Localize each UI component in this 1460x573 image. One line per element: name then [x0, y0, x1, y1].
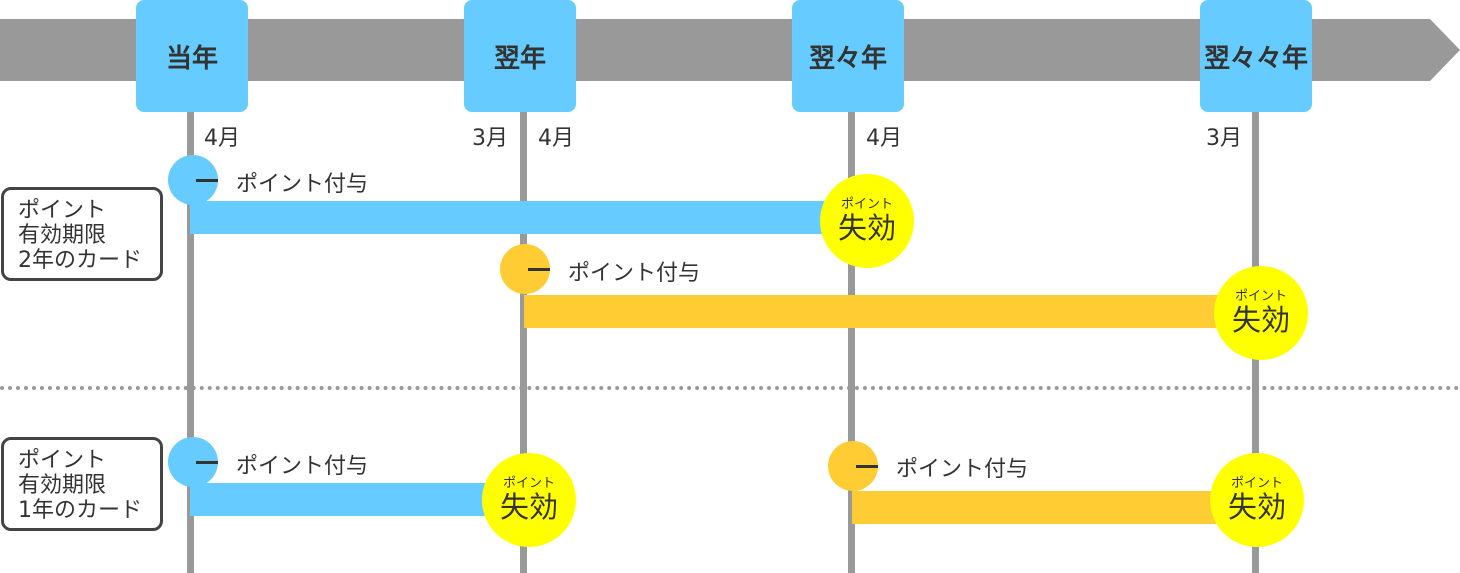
expire-badge: ポイント 失効	[1210, 453, 1304, 547]
month-label-april: 4月	[538, 126, 574, 151]
timeline-line-this-year	[187, 112, 194, 573]
section-divider	[0, 386, 1460, 390]
grant-tick	[528, 268, 550, 271]
year-label: 翌々年	[808, 43, 887, 74]
expire-badge: ポイント 失効	[1214, 266, 1308, 360]
grant-tick	[856, 465, 878, 468]
year-label: 翌年	[493, 43, 546, 74]
expire-badge-large: 失効	[837, 211, 896, 245]
expire-badge-large: 失効	[499, 490, 558, 524]
card-label-line: ポイント	[18, 198, 107, 223]
card-label-line: 有効期限	[18, 473, 107, 498]
validity-bar-1year-first	[190, 483, 530, 516]
validity-bar-2year-first	[190, 201, 868, 234]
card-label-line: 1年のカード	[18, 498, 142, 523]
validity-bar-1year-second	[852, 491, 1252, 524]
timeline-line-year-after-next	[848, 112, 855, 573]
card-label-line: ポイント	[18, 448, 107, 473]
expire-badge-small: ポイント	[840, 197, 893, 212]
year-label: 当年	[165, 43, 218, 74]
grant-label: ポイント付与	[568, 261, 701, 286]
month-label-march: 3月	[472, 126, 508, 151]
expire-badge-large: 失効	[1227, 490, 1286, 524]
grant-tick	[196, 179, 218, 182]
year-box-this-year: 当年	[136, 0, 248, 112]
expire-badge-small: ポイント	[1230, 476, 1283, 491]
timeline-line-next-year	[520, 112, 527, 573]
card-label-line: 有効期限	[18, 223, 107, 248]
card-label-1-year: ポイント 有効期限 1年のカード	[1, 437, 163, 531]
year-box-third-year: 翌々々年	[1200, 0, 1312, 112]
card-label-line: 2年のカード	[18, 248, 142, 273]
expire-badge-large: 失効	[1231, 303, 1290, 337]
month-label-april: 4月	[866, 126, 902, 151]
expire-badge: ポイント 失効	[482, 453, 576, 547]
expire-badge: ポイント 失効	[820, 174, 914, 268]
year-label: 翌々々年	[1203, 43, 1308, 74]
month-label-april: 4月	[204, 126, 240, 151]
expire-badge-small: ポイント	[502, 476, 555, 491]
card-label-2-year: ポイント 有効期限 2年のカード	[1, 187, 163, 281]
validity-bar-2year-second	[524, 295, 1259, 328]
grant-label: ポイント付与	[896, 457, 1029, 482]
grant-tick	[196, 461, 218, 464]
month-label-march: 3月	[1206, 126, 1242, 151]
timeline-arrow	[0, 19, 1460, 81]
grant-label: ポイント付与	[236, 172, 369, 197]
expire-badge-small: ポイント	[1234, 289, 1287, 304]
grant-label: ポイント付与	[236, 454, 369, 479]
year-box-next-year: 翌年	[464, 0, 576, 112]
year-box-year-after-next: 翌々年	[792, 0, 904, 112]
